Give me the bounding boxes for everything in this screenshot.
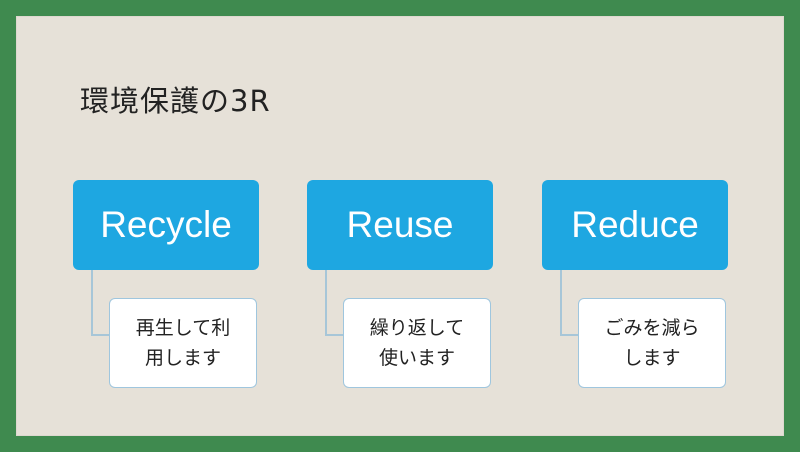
slide: 環境保護の3R Recycle 再生して利 用します Reuse 繰り返して 使… <box>16 16 784 436</box>
recycle-desc-line1: 再生して利 <box>135 317 231 339</box>
reduce-desc-line2: します <box>623 347 681 369</box>
reduce-description: ごみを減ら します <box>578 298 726 388</box>
recycle-description: 再生して利 用します <box>109 298 257 388</box>
recycle-card: Recycle <box>73 180 259 270</box>
reduce-desc-line1: ごみを減ら <box>604 317 700 339</box>
reduce-connector <box>560 270 584 336</box>
reuse-desc-line2: 使います <box>378 347 455 369</box>
recycle-desc-line2: 用します <box>144 347 221 369</box>
reuse-description: 繰り返して 使います <box>343 298 491 388</box>
reduce-card: Reduce <box>542 180 728 270</box>
slide-title: 環境保護の3R <box>80 84 271 118</box>
reduce-label: Reduce <box>571 204 699 245</box>
reuse-card: Reuse <box>307 180 493 270</box>
reuse-desc-line1: 繰り返して <box>369 317 465 339</box>
reuse-label: Reuse <box>346 204 454 245</box>
recycle-label: Recycle <box>100 204 232 245</box>
recycle-connector <box>91 270 115 336</box>
reuse-connector <box>325 270 349 336</box>
